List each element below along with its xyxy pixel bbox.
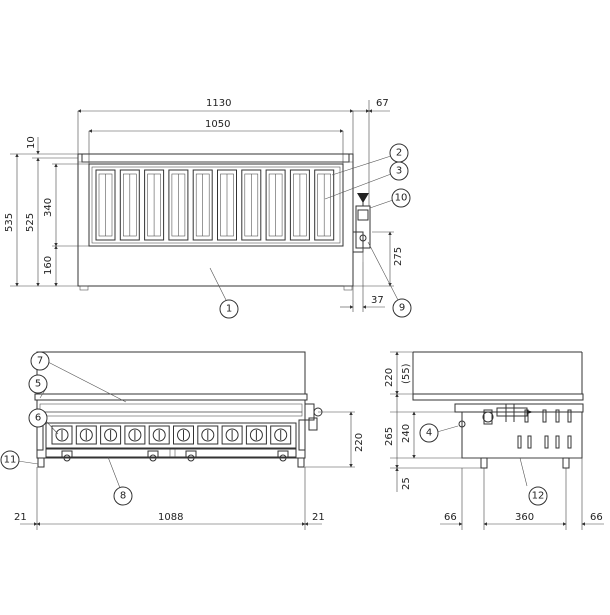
top-plate	[34, 393, 308, 401]
balloon-2: 2	[396, 148, 402, 159]
plan-view: 1130 1050 67 535 525 10 340 160 275 37	[4, 98, 412, 319]
dim-340: 340	[43, 198, 54, 217]
balloon-3: 3	[396, 166, 402, 177]
balloon-1: 1	[226, 304, 232, 315]
balloon-6: 6	[35, 413, 41, 424]
knob-icon	[221, 425, 243, 445]
dim-1050: 1050	[205, 119, 230, 130]
dim-525: 525	[25, 213, 36, 232]
knob-icon	[173, 425, 194, 445]
back-splash	[36, 351, 306, 395]
vent-slot	[542, 409, 547, 423]
balloon-10: 10	[395, 193, 408, 204]
balloon-7: 7	[37, 356, 43, 367]
pilot-icon	[185, 450, 197, 462]
dim-240: 240	[401, 424, 412, 443]
control-knobs	[51, 425, 292, 445]
balloon-11: 11	[4, 455, 17, 466]
body-outline	[77, 153, 354, 287]
dim-275: 275	[393, 247, 404, 266]
knob-icon	[100, 425, 122, 445]
vent-slots	[517, 409, 572, 449]
knob-icon	[51, 425, 73, 445]
gas-fitting	[352, 193, 371, 262]
balloon-9: 9	[399, 303, 405, 314]
burner-window	[168, 169, 189, 241]
pilot-icon	[277, 450, 289, 462]
knob-icon	[148, 425, 170, 445]
dim-220-front: 220	[354, 433, 365, 452]
balloon-4: 4	[426, 428, 432, 439]
vent-slot	[567, 409, 572, 423]
dim-220-side: 220	[384, 368, 395, 387]
top-rim	[81, 153, 350, 163]
burner-window	[119, 169, 140, 241]
knob-icon	[245, 425, 267, 445]
dim-55: (55)	[401, 363, 412, 384]
dim-37: 37	[371, 295, 384, 306]
knob-icon	[270, 425, 292, 445]
window-panel	[88, 163, 344, 247]
dim-66-right: 66	[590, 512, 603, 523]
vent-slot	[555, 409, 560, 423]
knob-icon	[124, 425, 146, 445]
burner-window	[144, 169, 165, 241]
dim-360: 360	[515, 512, 534, 523]
burner-window	[95, 169, 116, 241]
pilot-icon	[61, 450, 73, 462]
burner-window	[241, 169, 262, 241]
front-view: 21 1088 21 220 7 5 6 11 8	[0, 351, 365, 530]
dim-265: 265	[384, 427, 395, 446]
dim-25: 25	[401, 477, 412, 490]
dim-21-left: 21	[14, 512, 27, 523]
balloon-8: 8	[120, 491, 126, 502]
dim-21-right: 21	[312, 512, 325, 523]
vent-slot	[555, 435, 560, 449]
burner-window	[314, 169, 335, 241]
burner-windows	[95, 169, 335, 241]
knob-icon	[197, 425, 219, 445]
burner-window	[217, 169, 237, 241]
dim-66-left: 66	[444, 512, 457, 523]
pilot-icon	[147, 450, 159, 462]
pilot-fittings	[61, 450, 289, 462]
dim-67: 67	[376, 98, 389, 109]
burner-window	[192, 169, 213, 241]
vent-slot	[567, 435, 572, 449]
vent-slot	[527, 435, 532, 449]
dim-160: 160	[43, 256, 54, 275]
burner-window	[289, 169, 310, 241]
knob-icon	[75, 425, 97, 445]
vent-slot	[544, 435, 549, 449]
dim-1088: 1088	[158, 512, 183, 523]
dim-1130: 1130	[206, 98, 231, 109]
side-view: 220 (55) 265 240 25 66 360 66 4 12	[384, 351, 604, 530]
balloon-12: 12	[532, 491, 545, 502]
burner-window	[265, 169, 286, 241]
vent-slot	[517, 435, 522, 449]
balloon-5: 5	[35, 379, 41, 390]
dim-10: 10	[26, 136, 37, 149]
dim-535: 535	[4, 213, 15, 232]
side-body	[461, 411, 583, 459]
